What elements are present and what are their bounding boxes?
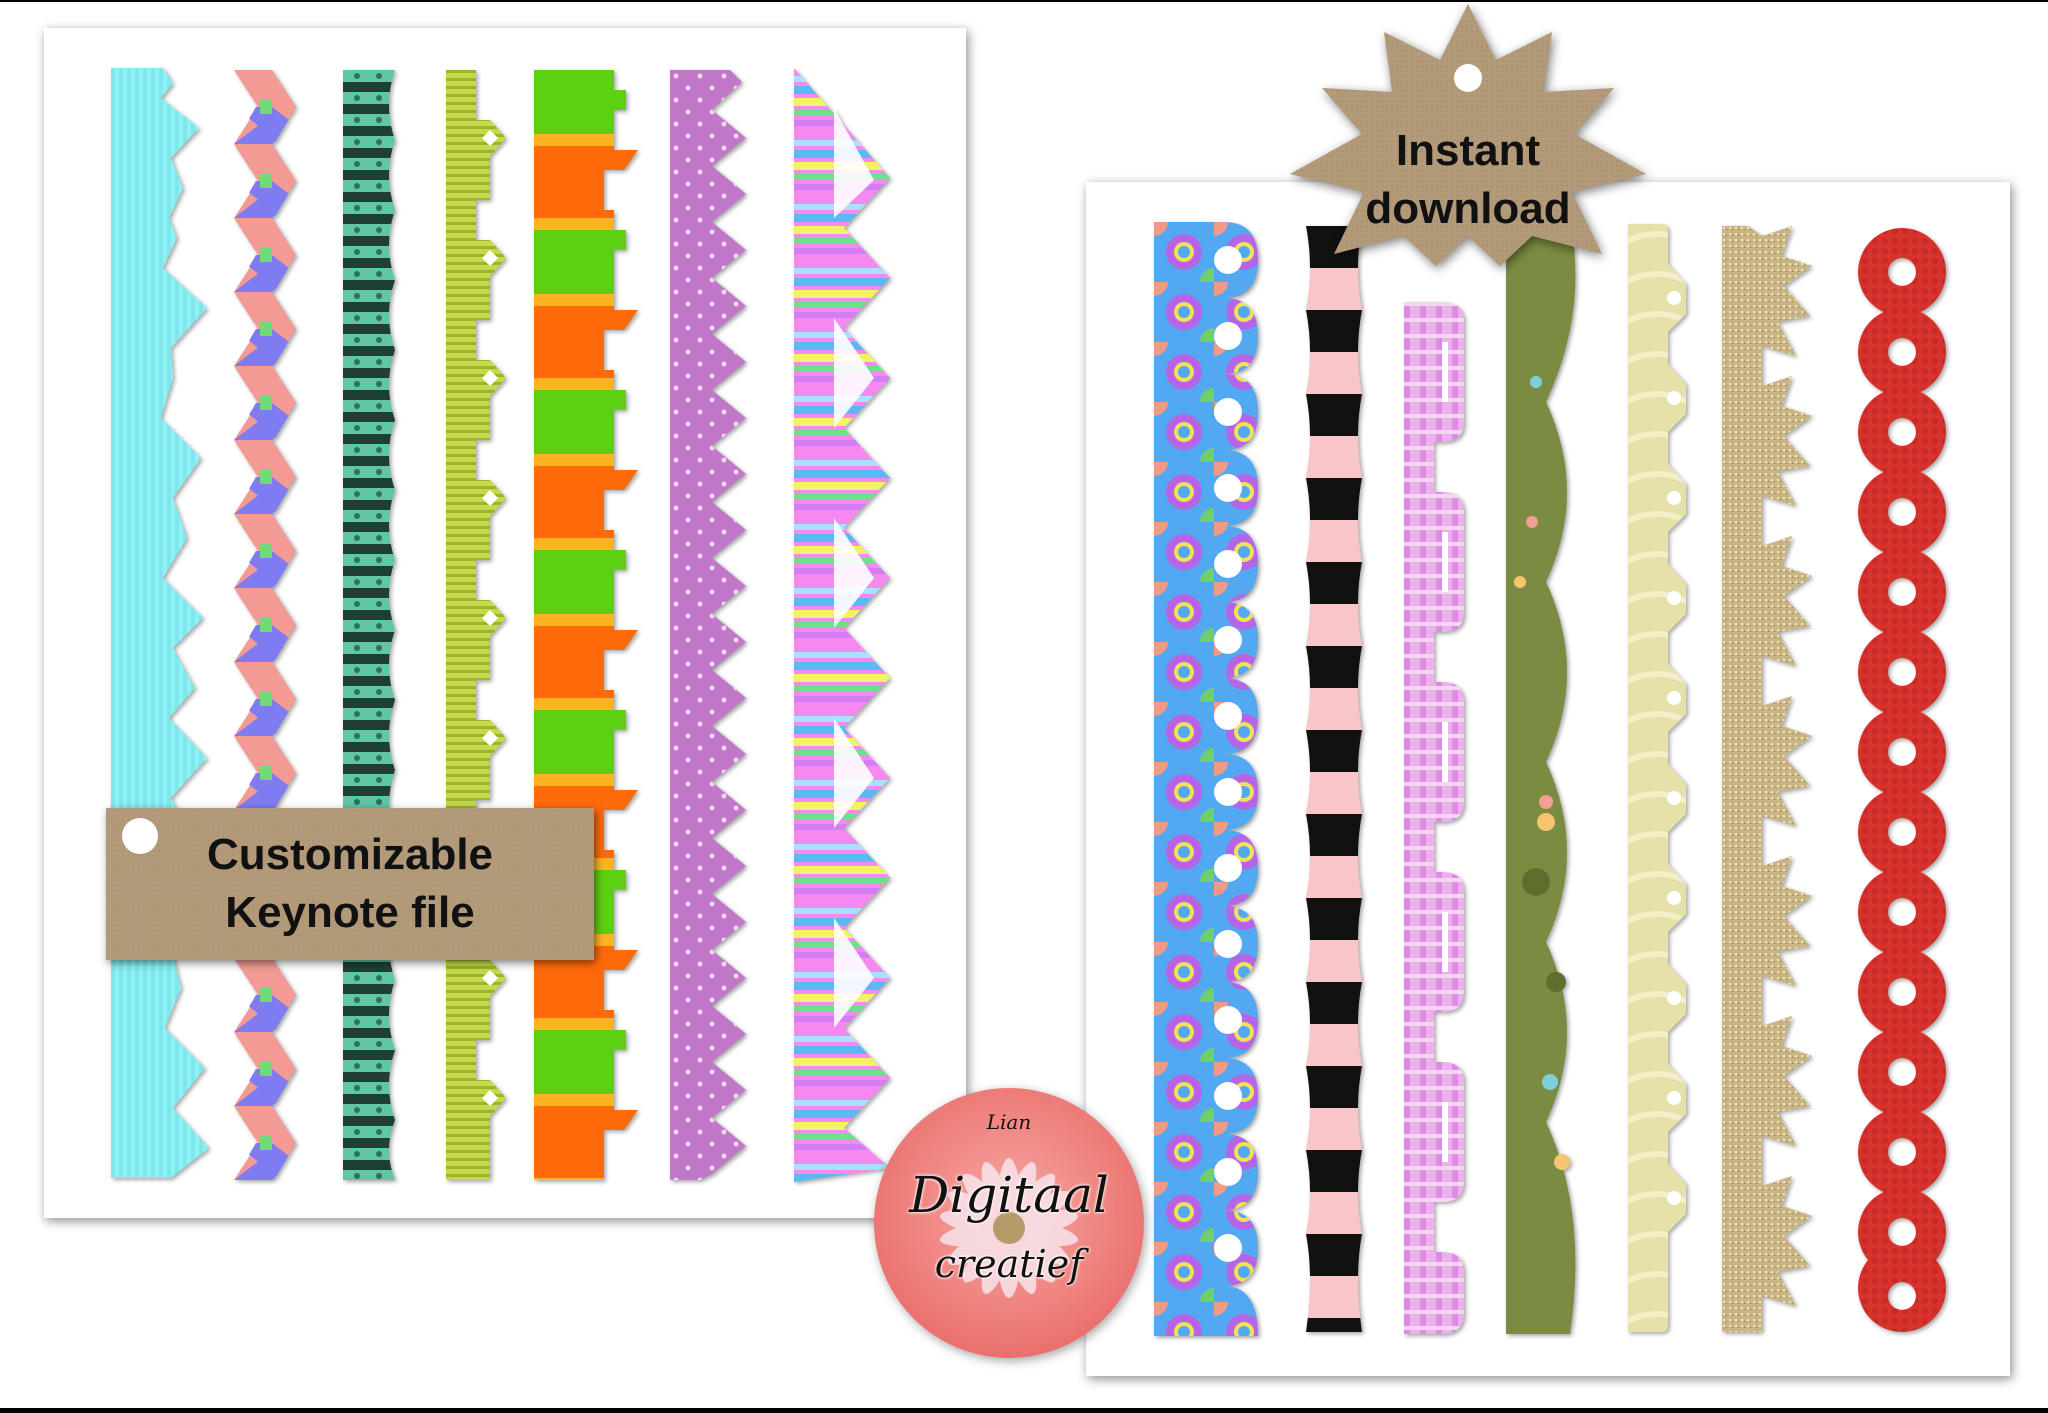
star-tag-shape [1290,4,1646,266]
border-strip-zigzag [234,70,296,1180]
right-border-sheet [1086,182,2010,1376]
logo-name: Lian [986,1110,1032,1134]
border-strip-red-rings [1850,226,1954,1334]
border-strip-multistripe [794,68,904,1182]
border-strip-olive-dots [1506,222,1586,1334]
daisy-icon [940,1158,1078,1298]
tag-instant-line1: Instant [1395,126,1541,175]
digitaal-creatief-logo: Lian Digitaal creatief [874,1088,1144,1358]
border-strip-psychedelic [1154,222,1264,1336]
border-strip-hearts [343,70,399,1180]
logo-title: Digitaal [909,1166,1109,1224]
border-strip-purple-dots [670,70,750,1180]
border-strip-green-orange [534,70,640,1180]
tag-instant-line2: download [1365,184,1571,233]
instant-download-tag: Instant download [1290,4,1646,266]
bottom-border-bar [0,1408,2048,1413]
border-strip-cream-holes [1622,224,1692,1332]
tag-keynote-line1: Customizable [206,830,494,879]
border-strip-plaid [1404,302,1470,1334]
customizable-keynote-tag: Customizable Keynote file [106,808,594,960]
border-strip-cyan [111,68,211,1178]
left-border-sheet [44,28,966,1218]
tag-hole [122,818,158,854]
border-strip-black-pink [1302,226,1366,1332]
logo-subtitle: creatief [934,1242,1084,1286]
tag-keynote-line2: Keynote file [225,888,475,937]
border-strip-gold-glitter [1722,226,1818,1332]
top-border-line [0,0,2048,2]
border-strip-lime [446,70,512,1180]
